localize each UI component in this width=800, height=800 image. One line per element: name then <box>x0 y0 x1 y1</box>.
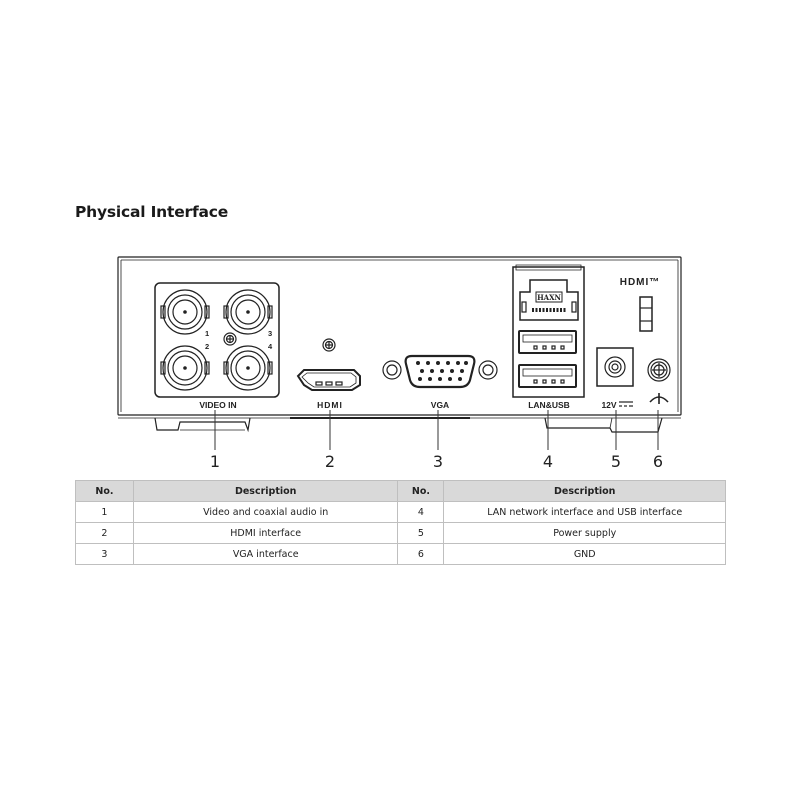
channel-label: 4 <box>268 342 273 351</box>
callout-number: 6 <box>653 452 663 471</box>
table-row: 2 HDMI interface 5 Power supply <box>75 522 726 544</box>
cell-description: Video and coaxial audio in <box>133 501 399 523</box>
rear-panel-diagram: VIDEO IN HDMI VGA LAN&USB 12V HDMI™ HAXN… <box>117 256 682 471</box>
channel-label: 3 <box>268 329 272 338</box>
page-title: Physical Interface <box>75 203 229 221</box>
cell-no: 6 <box>397 543 445 565</box>
table-row: 3 VGA interface 6 GND <box>75 543 726 565</box>
cell-no: 1 <box>75 501 134 523</box>
hdmi-port-icon[interactable] <box>296 369 361 391</box>
bnc-connector-icon[interactable] <box>223 289 273 335</box>
screw-icon <box>223 332 237 346</box>
cell-no: 3 <box>75 543 134 565</box>
table-row: 1 Video and coaxial audio in 4 LAN netwo… <box>75 501 726 523</box>
header-no: No. <box>397 480 445 502</box>
table-header-row: No. Description No. Description <box>75 480 726 502</box>
callout-number: 5 <box>611 452 621 471</box>
callout-number: 1 <box>210 452 220 471</box>
cell-no: 5 <box>397 522 445 544</box>
hdmi-label: HDMI <box>317 400 343 410</box>
cell-no: 2 <box>75 522 134 544</box>
vga-label: VGA <box>431 400 449 410</box>
header-description: Description <box>133 480 399 502</box>
power-label: 12V <box>601 400 616 410</box>
screw-icon <box>322 338 336 352</box>
channel-label: 1 <box>205 329 209 338</box>
ground-screw-icon[interactable] <box>647 358 671 382</box>
vga-port-icon[interactable] <box>382 354 498 389</box>
chassis-feet <box>154 417 663 433</box>
callout-number: 3 <box>433 452 443 471</box>
cell-description: VGA interface <box>133 543 399 565</box>
rj45-marking: HAXN <box>537 293 561 302</box>
bnc-connector-icon[interactable] <box>160 289 210 335</box>
mount-slot <box>639 296 653 332</box>
dc-power-jack-icon[interactable] <box>596 347 634 387</box>
channel-label: 2 <box>205 342 209 351</box>
cell-description: Power supply <box>443 522 726 544</box>
callout-lines <box>214 410 659 450</box>
header-no: No. <box>75 480 134 502</box>
lan-usb-block <box>512 264 585 398</box>
cell-description: GND <box>443 543 726 565</box>
cell-description: LAN network interface and USB interface <box>443 501 726 523</box>
bnc-connector-icon[interactable] <box>160 345 210 391</box>
video-in-block <box>154 282 280 398</box>
chassis-outline <box>117 256 682 419</box>
lan-usb-label: LAN&USB <box>528 400 570 410</box>
hdmi-logo: HDMI™ <box>620 277 661 288</box>
ground-symbol-icon <box>649 393 669 404</box>
interface-table: No. Description No. Description 1 Video … <box>75 480 726 565</box>
bnc-connector-icon[interactable] <box>223 345 273 391</box>
usb-port-icon[interactable] <box>518 364 577 388</box>
callout-number: 2 <box>325 452 335 471</box>
header-description: Description <box>443 480 726 502</box>
cell-no: 4 <box>397 501 445 523</box>
cell-description: HDMI interface <box>133 522 399 544</box>
callout-number: 4 <box>543 452 553 471</box>
video-in-label: VIDEO IN <box>199 400 236 410</box>
rj45-port-icon[interactable] <box>519 279 579 321</box>
usb-port-icon[interactable] <box>518 330 577 354</box>
power-symbol-icon <box>619 401 633 407</box>
